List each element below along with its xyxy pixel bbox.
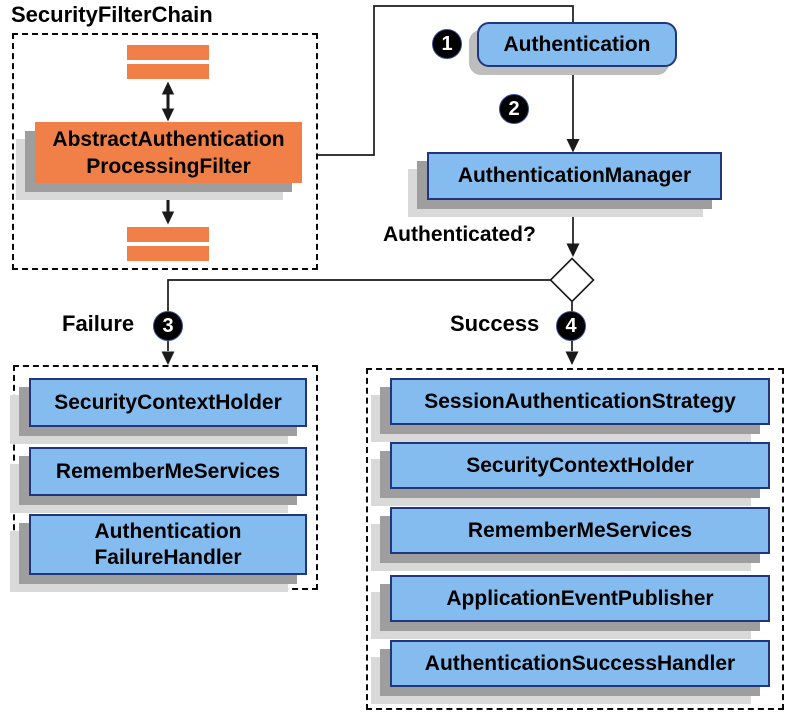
security-filter-chain-title: SecurityFilterChain	[11, 2, 213, 27]
step-4-badge: 4	[556, 311, 586, 341]
security-context-holder-node: SecurityContextHolder	[390, 442, 770, 489]
filter-bar-icon	[127, 64, 209, 79]
arrow-authentication-to-manager	[566, 67, 580, 153]
node-label: RememberMeServices	[467, 518, 693, 542]
application-event-publisher-node: ApplicationEventPublisher	[390, 575, 770, 622]
filter-bar-icon	[127, 45, 209, 60]
decision-diamond	[549, 257, 595, 303]
node-label-line: Authentication	[94, 519, 242, 543]
success-handlers-box	[366, 368, 784, 710]
authenticated-question-label: Authenticated?	[383, 223, 536, 246]
remember-me-services-node: RememberMeServices	[29, 447, 307, 496]
arrowhead-icon	[566, 243, 580, 257]
abstract-authentication-processing-filter-node: AbstractAuthentication ProcessingFilter	[35, 122, 302, 183]
node-label: AuthenticationManager	[457, 164, 692, 187]
step-1-badge: 1	[432, 29, 462, 59]
authentication-failure-handler-node: Authentication FailureHandler	[29, 514, 307, 575]
arrow-manager-to-decision	[566, 200, 580, 257]
node-label-line: FailureHandler	[94, 545, 242, 569]
security-filter-chain-box	[12, 33, 318, 270]
authentication-manager-node: AuthenticationManager	[427, 152, 722, 200]
step-2-badge: 2	[499, 94, 529, 124]
arrowhead-icon	[161, 351, 175, 365]
node-label: AuthenticationSuccessHandler	[424, 651, 736, 675]
filter-bar-icon	[127, 227, 209, 242]
node-label-line: ProcessingFilter	[86, 154, 251, 178]
authentication-node: Authentication	[477, 22, 677, 67]
node-label: SecurityContextHolder	[466, 453, 694, 477]
failure-branch-label: Failure	[62, 311, 135, 336]
arrowhead-icon	[566, 139, 580, 153]
node-label: RememberMeServices	[55, 459, 281, 483]
failure-handlers-box	[13, 365, 318, 590]
security-context-holder-node: SecurityContextHolder	[29, 378, 307, 427]
filter-bar-icon	[127, 246, 209, 261]
node-label: SessionAuthenticationStrategy	[424, 389, 736, 413]
node-label: ApplicationEventPublisher	[446, 586, 714, 610]
session-authentication-strategy-node: SessionAuthenticationStrategy	[390, 378, 770, 425]
node-label-line: AbstractAuthentication	[52, 127, 285, 151]
step-3-badge: 3	[153, 311, 183, 341]
remember-me-services-node: RememberMeServices	[390, 507, 770, 554]
authentication-success-handler-node: AuthenticationSuccessHandler	[390, 640, 770, 687]
arrowhead-icon	[565, 351, 579, 365]
node-label: SecurityContextHolder	[54, 390, 282, 414]
success-branch-label: Success	[450, 311, 540, 336]
node-label: Authentication	[503, 32, 651, 56]
